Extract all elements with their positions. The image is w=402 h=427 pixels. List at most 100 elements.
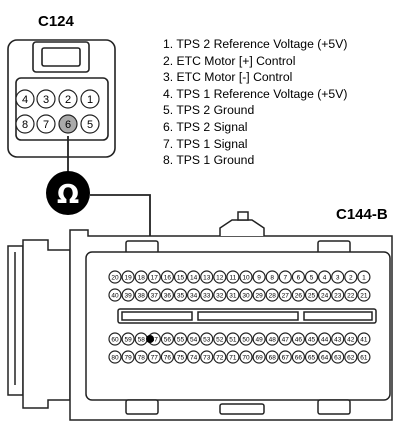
c144b-pin: 42	[344, 332, 358, 346]
c144b-pin: 10	[239, 270, 253, 284]
c144b-pin: 47	[278, 332, 292, 346]
pin-number: 36	[164, 292, 172, 299]
pin-number: 45	[308, 336, 316, 343]
pin-number: 66	[295, 354, 303, 361]
c144b-pin: 18	[134, 270, 148, 284]
pin-number: 10	[242, 274, 250, 281]
c124-pin: 2	[58, 89, 78, 109]
ohm-symbol-text: Ω	[57, 180, 79, 210]
c144b-pin: 32	[213, 288, 227, 302]
pin-number: 8	[270, 274, 274, 281]
c144b-pin: 77	[147, 350, 161, 364]
pin-number: 7	[43, 119, 49, 131]
c144b-pin: 66	[291, 350, 305, 364]
c144b-pin: 7	[278, 270, 292, 284]
c144b-pin: 22	[344, 288, 358, 302]
c144b-pin: 40	[108, 288, 122, 302]
pin-number: 70	[242, 354, 250, 361]
c144b-pin: 5	[304, 270, 319, 284]
pin-number: 28	[269, 292, 277, 299]
c144b-pin: 37	[147, 288, 161, 302]
c144b-pin: 15	[173, 270, 188, 284]
c144b-pin: 36	[160, 288, 174, 302]
pin-number: 31	[229, 292, 237, 299]
c144b-pin: 63	[331, 350, 345, 364]
c144b-pin: 43	[331, 332, 345, 346]
pin-number: 41	[360, 336, 368, 343]
pin-number: 24	[321, 292, 329, 299]
c124-pin: 8	[15, 114, 35, 134]
pin-number: 52	[216, 336, 224, 343]
c144b-pin: 2	[344, 270, 358, 284]
c144b-pin-probed: 56	[160, 332, 174, 346]
c144b-pin: 52	[213, 332, 227, 346]
legend-item: 8. TPS 1 Ground	[163, 153, 255, 168]
c144b-pin: 26	[291, 288, 305, 302]
pin-number: 5	[310, 274, 314, 281]
c144b-pin: 30	[239, 288, 253, 302]
pin-number: 26	[295, 292, 303, 299]
pin-number: 72	[216, 354, 224, 361]
pin-number: 74	[190, 354, 198, 361]
pin-number: 21	[360, 292, 368, 299]
pin-number: 69	[255, 354, 263, 361]
c144b-pin: 62	[344, 350, 358, 364]
c144b-pin: 3	[331, 270, 345, 284]
pin-number: 71	[229, 354, 237, 361]
c144b-pin: 58	[134, 332, 148, 346]
pin-number: 56	[164, 336, 172, 343]
legend-item: 1. TPS 2 Reference Voltage (+5V)	[163, 37, 348, 51]
c144b-pin: 41	[357, 332, 371, 346]
c144b-pin: 70	[239, 350, 253, 364]
c144b-pin: 1	[357, 270, 371, 284]
pin-number: 6	[297, 274, 301, 281]
pin-number: 40	[111, 292, 119, 299]
c144b-pin: 44	[318, 332, 332, 346]
pin-number: 48	[269, 336, 277, 343]
pin-number: 50	[242, 336, 250, 343]
c144b-pin: 68	[265, 350, 279, 364]
c144b-pin: 60	[108, 332, 122, 346]
pin-number: 80	[111, 354, 119, 361]
pin-number: 30	[242, 292, 250, 299]
c144b-connector-label: C144-B	[336, 206, 388, 223]
pin-number: 54	[190, 336, 198, 343]
legend-item: 7. TPS 1 Signal	[163, 136, 248, 151]
pin-number: 23	[334, 292, 342, 299]
c144b-pin: 54	[187, 332, 201, 346]
ohmmeter-symbol: Ω	[46, 171, 90, 215]
c144b-pin: 31	[226, 288, 240, 302]
pin-number: 8	[22, 119, 28, 131]
pin-number: 62	[347, 354, 355, 361]
c144b-pin: 6	[291, 270, 305, 284]
c144b-pin: 13	[200, 270, 214, 284]
pin-number: 32	[216, 292, 224, 299]
pin-number: 63	[334, 354, 342, 361]
pin-number: 65	[308, 354, 316, 361]
c144b-pin: 45	[304, 332, 319, 346]
c144b-pin: 75	[173, 350, 188, 364]
pin-number: 51	[229, 336, 237, 343]
pin-number: 43	[334, 336, 342, 343]
legend-item: 2. ETC Motor [+] Control	[163, 53, 296, 68]
pin-number: 14	[190, 274, 198, 281]
pin-legend: 1. TPS 2 Reference Voltage (+5V) 2. ETC …	[163, 36, 347, 169]
c144b-pin: 69	[252, 350, 266, 364]
pin-number: 75	[177, 354, 185, 361]
pin-number: 27	[282, 292, 290, 299]
pin-number: 9	[257, 274, 261, 281]
pin-number: 11	[230, 274, 237, 281]
pin-number: 22	[347, 292, 355, 299]
c144b-pin: 9	[252, 270, 266, 284]
c144b-pin: 21	[357, 288, 371, 302]
c144b-pin: 17	[147, 270, 161, 284]
c144b-pin: 29	[252, 288, 266, 302]
pin-number: 7	[283, 274, 287, 281]
c144b-pin: 23	[331, 288, 345, 302]
c144b-pin: 8	[265, 270, 279, 284]
c144b-pin: 50	[239, 332, 253, 346]
c144b-pin: 51	[226, 332, 240, 346]
pin-number: 64	[321, 354, 329, 361]
c144b-pin: 48	[265, 332, 279, 346]
c144b-pin: 73	[200, 350, 214, 364]
